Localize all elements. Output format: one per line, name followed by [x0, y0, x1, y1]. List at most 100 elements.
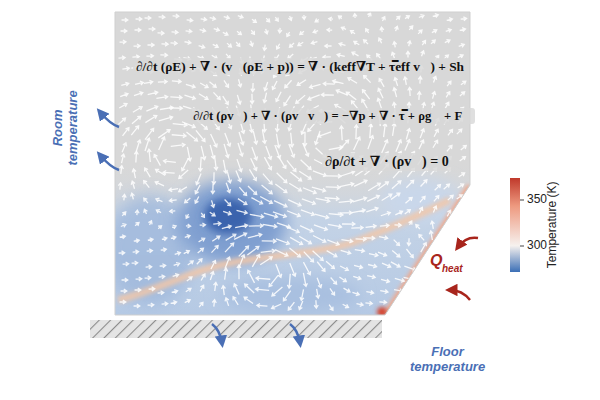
velocity-arrow [264, 82, 268, 91]
velocity-arrow [210, 272, 214, 280]
velocity-arrow [407, 238, 411, 245]
velocity-arrow [147, 43, 154, 47]
velocity-arrow [200, 83, 208, 88]
velocity-arrow [419, 140, 424, 149]
heat-out-arrow [290, 324, 300, 343]
velocity-arrow [448, 195, 453, 200]
velocity-arrow [421, 51, 425, 56]
velocity-arrow [365, 301, 372, 305]
velocity-arrow [315, 214, 329, 219]
velocity-arrow [159, 15, 165, 19]
cold-core [204, 198, 252, 234]
velocity-arrow [405, 140, 410, 151]
colorbar-tick-label: 350 [527, 193, 547, 207]
velocity-arrow [421, 243, 427, 252]
velocity-arrow [354, 265, 362, 269]
velocity-arrow [315, 19, 319, 22]
velocity-arrow [266, 18, 270, 22]
velocity-arrow [395, 278, 405, 282]
velocity-arrow [144, 209, 148, 214]
velocity-arrow [173, 14, 179, 18]
velocity-arrow [135, 223, 139, 226]
velocity-arrow [351, 226, 363, 230]
velocity-arrow [329, 17, 333, 21]
velocity-arrow [172, 134, 186, 138]
velocity-arrow [362, 90, 369, 99]
velocity-arrow [245, 284, 255, 293]
velocity-arrow [418, 76, 422, 83]
velocity-arrow [378, 252, 387, 256]
velocity-arrow [353, 197, 367, 202]
velocity-arrow [170, 209, 176, 213]
velocity-arrow [224, 268, 228, 279]
velocity-arrow [118, 183, 122, 190]
velocity-arrow [275, 250, 288, 257]
velocity-arrow [196, 130, 205, 141]
velocity-arrow [136, 17, 142, 21]
velocity-arrow [366, 29, 369, 33]
velocity-arrow [236, 170, 241, 181]
velocity-arrow [419, 15, 424, 19]
velocity-arrow [273, 212, 286, 218]
velocity-arrow [162, 237, 167, 241]
velocity-arrow [392, 181, 401, 189]
velocity-arrow [148, 221, 152, 225]
velocity-arrow [136, 277, 142, 281]
velocity-arrow [276, 134, 280, 148]
velocity-arrow [135, 210, 139, 215]
velocity-arrow [211, 200, 215, 207]
velocity-arrow [269, 275, 278, 286]
velocity-arrow [214, 156, 218, 170]
velocity-arrow [353, 276, 361, 280]
velocity-arrow [380, 224, 389, 228]
velocity-arrow [238, 79, 242, 87]
velocity-arrow [287, 32, 290, 37]
momentum-equation: ∂/∂t (ρv⃗) + ∇ · (ρv⃗v⃗) = −∇p + ∇ · τ̿ … [190, 108, 475, 124]
velocity-arrow [237, 265, 241, 279]
velocity-arrow [431, 289, 440, 293]
velocity-arrow [392, 251, 400, 257]
velocity-arrow [211, 246, 218, 253]
velocity-arrow [303, 143, 309, 156]
velocity-arrow [161, 248, 167, 252]
velocity-arrow [135, 81, 143, 85]
velocity-arrow [298, 42, 303, 45]
velocity-arrow [354, 125, 358, 139]
velocity-arrow [256, 276, 270, 280]
velocity-arrow [333, 80, 344, 84]
heat-out-arrow [100, 155, 119, 170]
boundary-label: Floor temperature [410, 345, 485, 375]
velocity-arrow [421, 180, 427, 187]
velocity-arrow [133, 107, 142, 113]
velocity-arrow [200, 285, 204, 291]
velocity-arrow [286, 227, 299, 233]
velocity-arrow [445, 40, 450, 44]
velocity-arrow [405, 16, 409, 19]
velocity-arrow [314, 225, 327, 231]
velocity-arrow [339, 199, 353, 203]
velocity-arrow [366, 207, 378, 212]
velocity-arrow [420, 129, 424, 138]
velocity-arrow [159, 116, 173, 121]
velocity-arrow [250, 41, 254, 46]
velocity-arrow [288, 200, 301, 206]
velocity-arrow [327, 28, 332, 32]
velocity-arrow [227, 171, 231, 183]
velocity-arrow [379, 79, 384, 87]
velocity-arrow [210, 212, 215, 216]
velocity-arrow [394, 223, 401, 227]
velocity-arrow [200, 223, 206, 227]
velocity-arrow [272, 304, 282, 309]
velocity-arrow [121, 289, 127, 293]
velocity-arrow [303, 262, 310, 275]
velocity-arrow [429, 231, 433, 240]
velocity-arrow [223, 211, 231, 215]
velocity-arrow [134, 239, 139, 243]
velocity-arrow [299, 171, 311, 179]
velocity-arrow [365, 236, 375, 240]
velocity-arrow [212, 172, 216, 184]
velocity-arrow [301, 210, 314, 216]
velocity-arrow [433, 14, 439, 18]
velocity-arrow [341, 171, 355, 176]
